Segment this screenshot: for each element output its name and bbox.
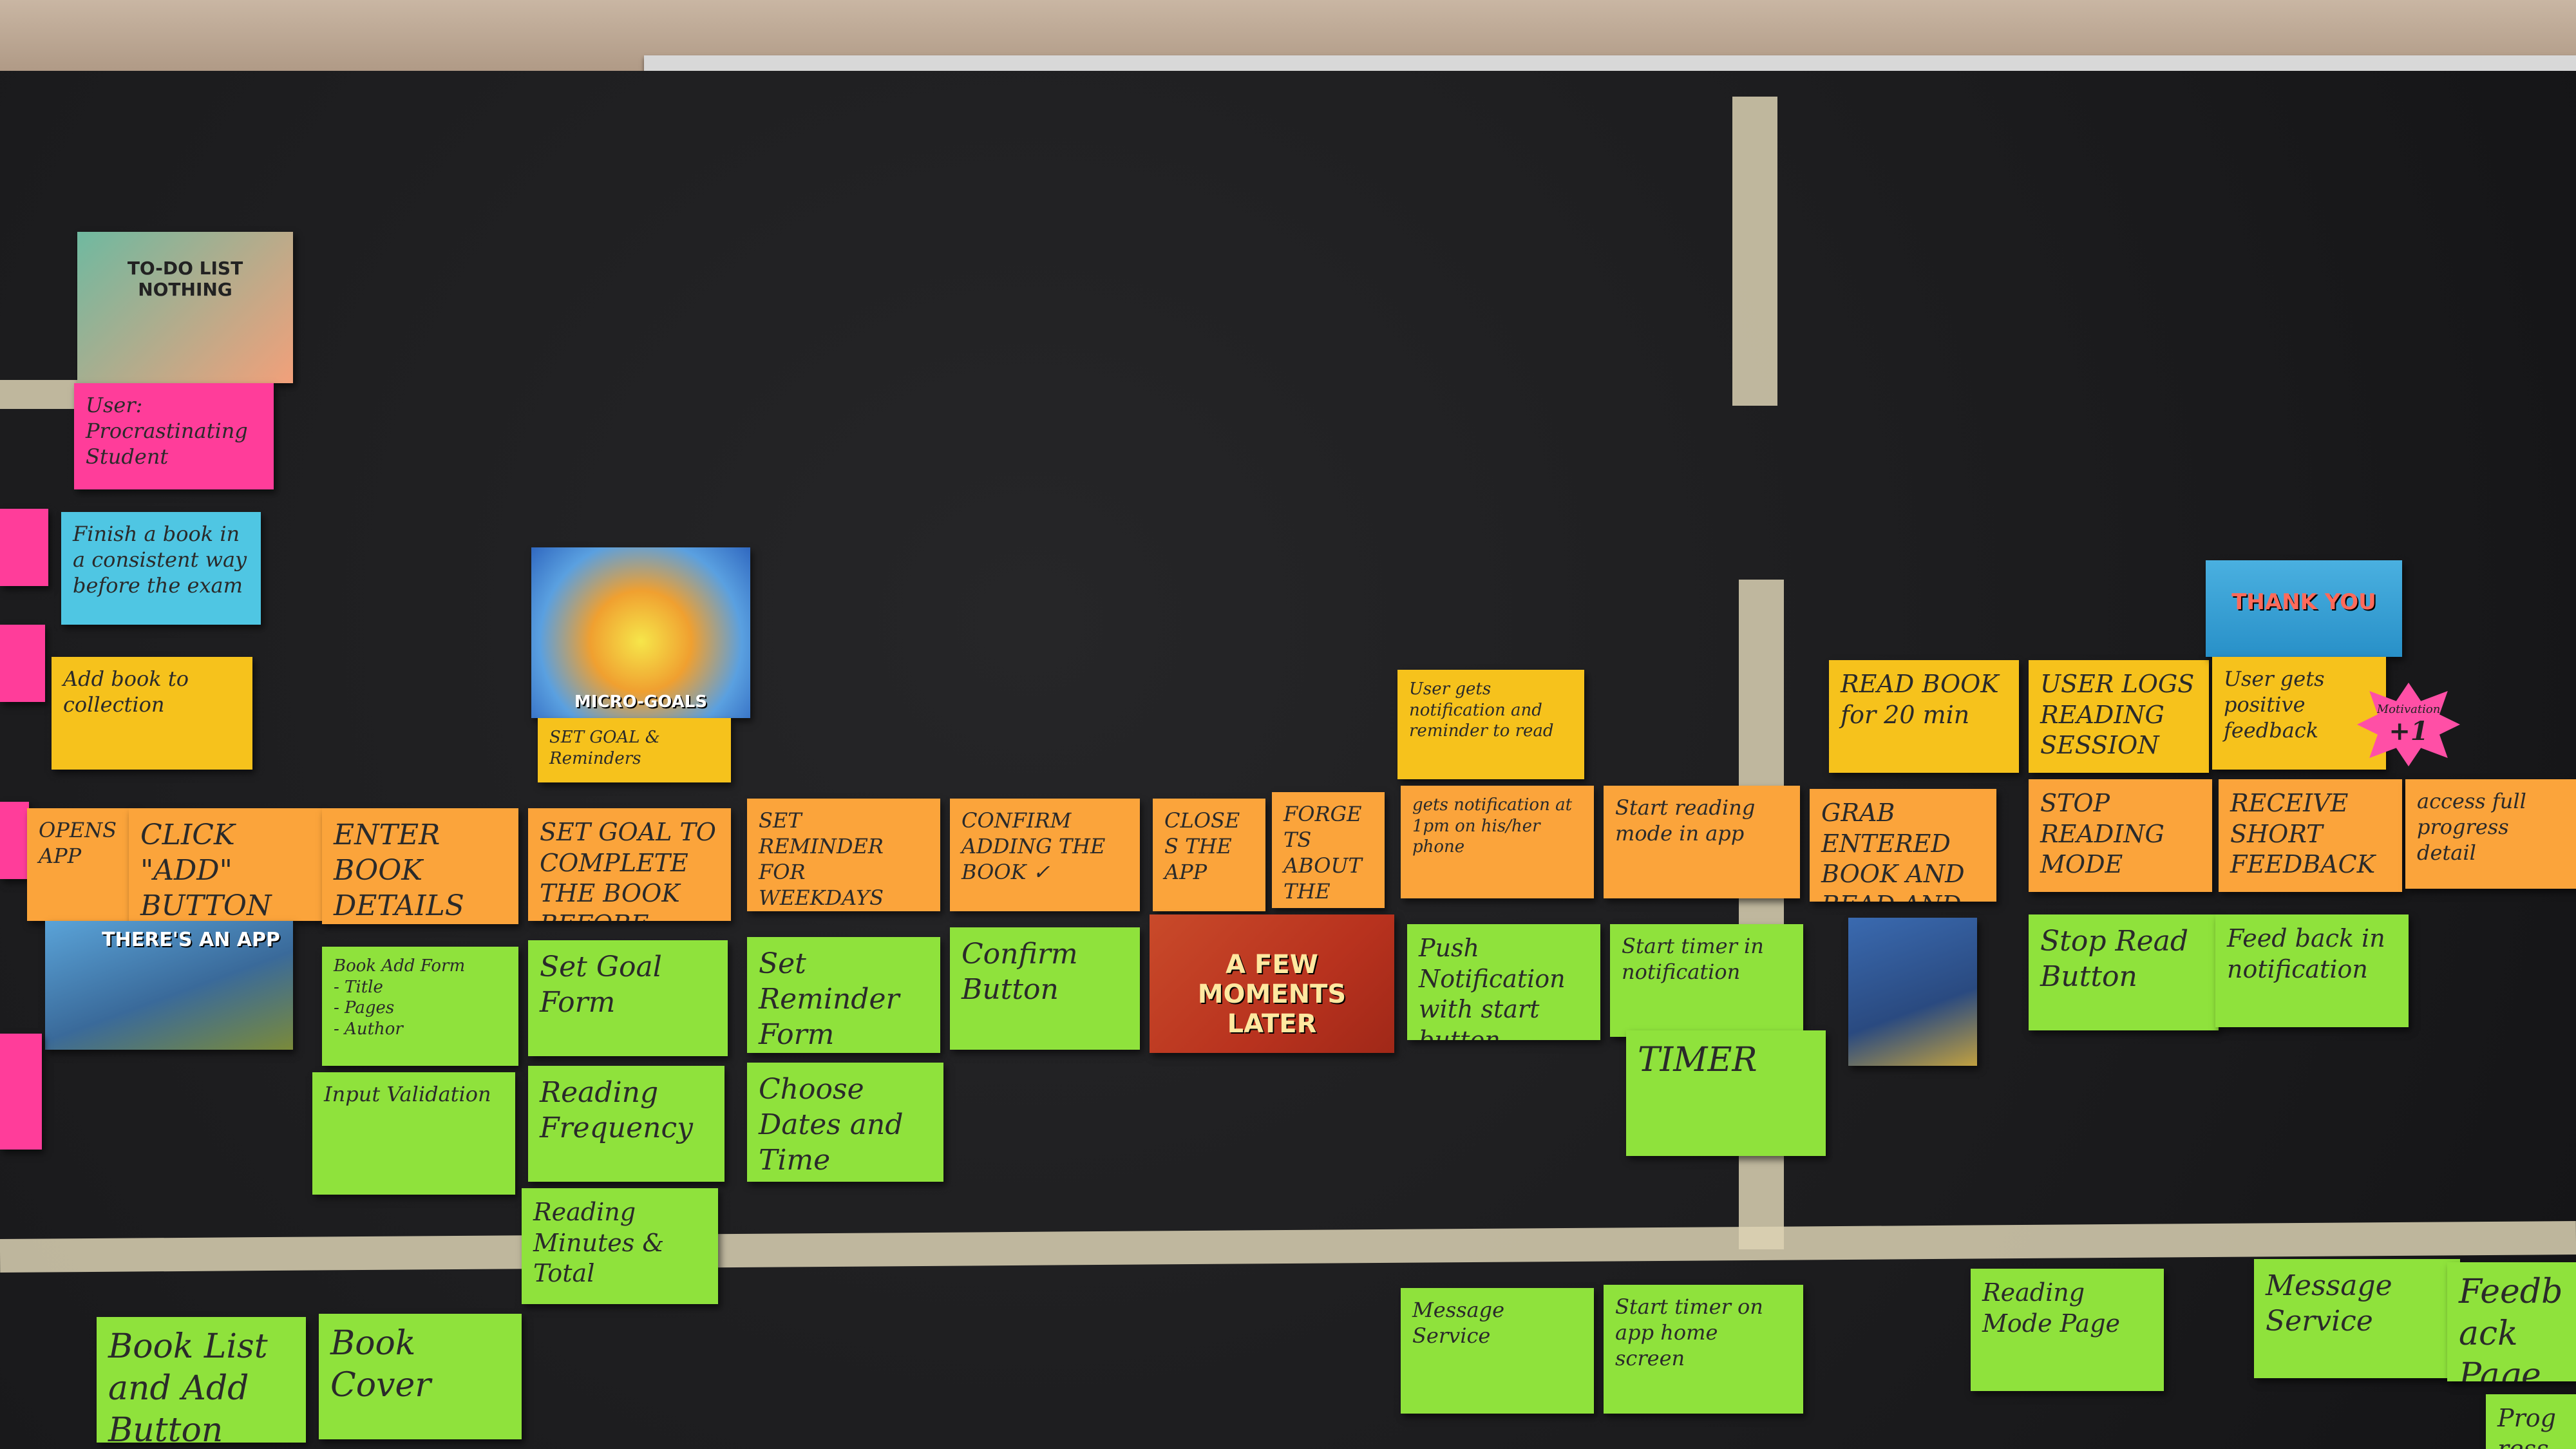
note-confirm-button: Confirm Button xyxy=(950,927,1140,1050)
note-feedback-notification: Feed back in notification xyxy=(2215,914,2409,1027)
note-click-add: CLICK "ADD" BUTTON ON HOME SCREEN xyxy=(129,808,322,921)
note-message-service-1: Message Service xyxy=(1401,1288,1594,1414)
thank-you-image: THANK YOU xyxy=(2206,560,2402,657)
note-book-add-form: Book Add Form - Title - Pages - Author xyxy=(322,947,518,1066)
note-receive-short-feedback: RECEIVE SHORT FEEDBACK xyxy=(2219,779,2402,892)
note-timer: TIMER xyxy=(1626,1030,1826,1156)
note-closes-app: CLOSES THE APP xyxy=(1153,799,1265,911)
note-forgets-book: FORGETS ABOUT THE BOOK xyxy=(1272,792,1385,908)
note-confirm-adding: CONFIRM ADDING THE BOOK ✓ xyxy=(950,799,1140,911)
tape-left xyxy=(0,380,77,409)
todo-list-image: TO-DO LIST NOTHING xyxy=(77,232,293,383)
note-enter-book-details: ENTER BOOK DETAILS xyxy=(322,808,518,924)
micro-goals-image: MICRO-GOALS xyxy=(531,547,750,718)
note-choose-dates-time: Choose Dates and Time xyxy=(747,1063,943,1182)
tape-vertical-top xyxy=(1732,97,1777,406)
note-persona-user: User: Procrastinating Student xyxy=(74,383,274,489)
motivation-badge-value: +1 xyxy=(2389,716,2429,746)
note-input-validation: Input Validation xyxy=(312,1072,515,1195)
note-reading-frequency: Reading Frequency xyxy=(528,1066,724,1182)
note-pink-edge-2 xyxy=(0,625,45,702)
spongebob-reading-image xyxy=(1848,918,1977,1066)
note-set-reminder-form: Set Reminder Form xyxy=(747,937,940,1053)
note-user-positive-feedback: User gets positive feedback xyxy=(2212,657,2386,770)
theres-an-app-image: THERE'S AN APP xyxy=(45,921,293,1050)
note-book-list: Book List and Add Button xyxy=(97,1317,306,1443)
note-start-reading-mode: Start reading mode in app xyxy=(1604,786,1800,898)
note-progress: Progress xyxy=(2486,1394,2576,1449)
note-user-gets-notification: User gets notification and reminder to r… xyxy=(1397,670,1584,779)
few-moments-later-image: A FEW MOMENTS LATER xyxy=(1150,914,1394,1053)
note-push-notification: Push Notification with start button xyxy=(1407,924,1600,1040)
note-goal: Finish a book in a consistent way before… xyxy=(61,512,261,625)
note-access-full-progress: access full progress detail xyxy=(2405,779,2576,889)
note-set-reminder-weekdays: SET REMINDER FOR WEEKDAYS 1pm AND 8pm xyxy=(747,799,940,911)
note-reading-mode-page: Reading Mode Page xyxy=(1971,1269,2164,1391)
note-add-book: Add book to collection xyxy=(52,657,252,770)
note-grab-book: GRAB ENTERED BOOK AND READ AND THEN STOP xyxy=(1810,789,1996,902)
note-feedback-page: Feedback Page xyxy=(2447,1262,2576,1381)
note-gets-notification-1pm: gets notification at 1pm on his/her phon… xyxy=(1401,786,1594,898)
note-set-goal-complete: SET GOAL TO COMPLETE THE BOOK BEFORE DEA… xyxy=(528,808,731,921)
note-pink-edge-4 xyxy=(0,1034,42,1150)
note-user-logs-session: USER LOGS READING SESSION xyxy=(2029,660,2209,773)
motivation-badge: Motivation +1 xyxy=(2357,683,2460,766)
note-read-book-20: READ BOOK for 20 min xyxy=(1829,660,2019,773)
note-pink-edge-1 xyxy=(0,509,48,586)
note-book-cover: Book Cover xyxy=(319,1314,522,1439)
note-message-service-2: Message Service xyxy=(2254,1259,2460,1378)
note-start-timer-notification: Start timer in notification xyxy=(1610,924,1803,1037)
note-set-goal-reminders: SET GOAL & Reminders xyxy=(538,718,731,782)
note-opens-app: OPENS APP xyxy=(27,808,137,921)
note-stop-reading-mode: STOP READING MODE xyxy=(2029,779,2212,892)
note-start-timer-home: Start timer on app home screen xyxy=(1604,1285,1803,1414)
note-reading-minutes-total: Reading Minutes & Total xyxy=(522,1188,718,1304)
note-pink-edge-3 xyxy=(0,802,29,879)
motivation-badge-label: Motivation xyxy=(2376,703,2441,716)
note-set-goal-form: Set Goal Form xyxy=(528,940,728,1056)
note-stop-read-button: Stop Read Button xyxy=(2029,914,2219,1030)
